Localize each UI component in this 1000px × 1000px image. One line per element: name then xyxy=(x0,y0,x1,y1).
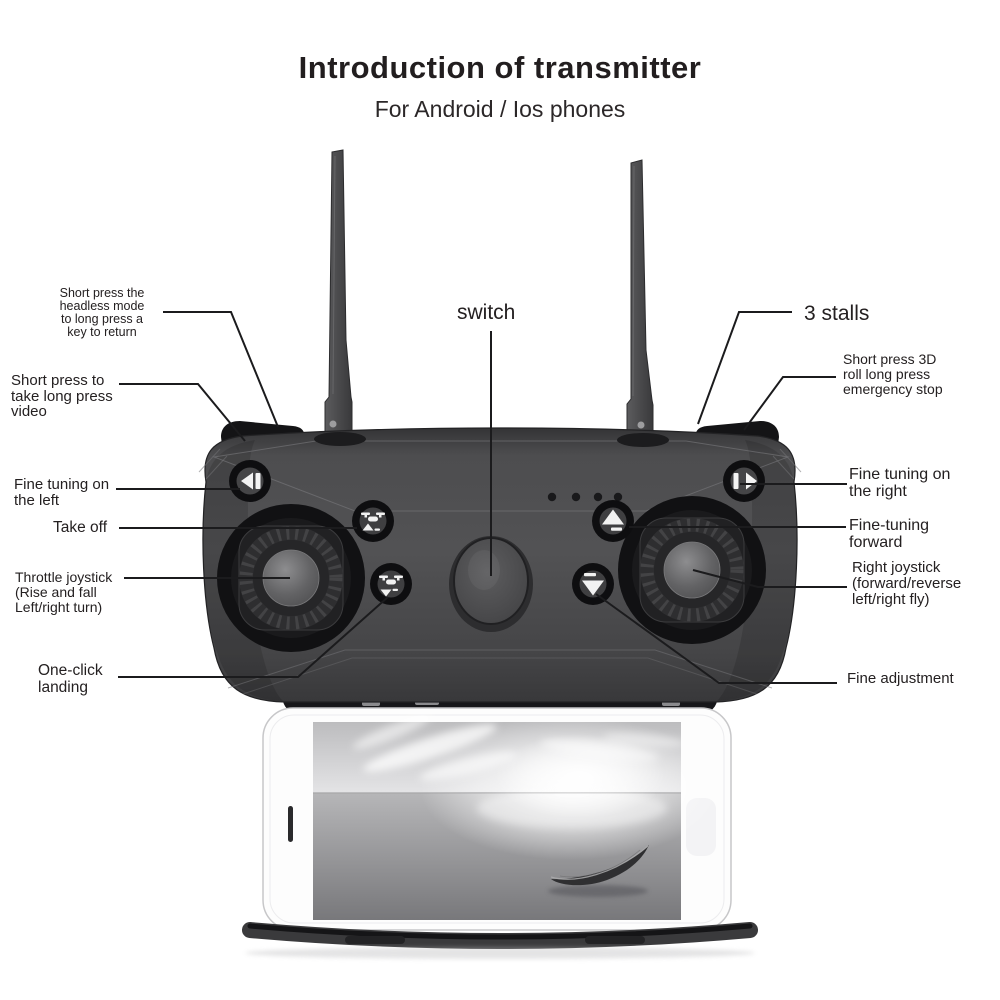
antenna-hinge-screw xyxy=(329,420,337,428)
label-record-video: Short press to take long press video xyxy=(11,372,113,421)
label-right-joystick: Right joystick (forward/reverse left/rig… xyxy=(852,559,962,609)
left-joystick xyxy=(217,504,365,652)
label-headless-mode: Short press the headless mode to long pr… xyxy=(59,286,145,340)
line-one-click-landing xyxy=(118,596,389,678)
label-3d-roll: Short press 3D roll long press emergency… xyxy=(843,351,943,397)
label-3-stalls: 3 stalls xyxy=(804,302,870,325)
line-3-stalls xyxy=(697,311,792,425)
line-3d-roll xyxy=(743,376,836,431)
phone-screen-image xyxy=(313,714,720,920)
right-stick-cap xyxy=(663,541,721,599)
label-fine-tuning-forward: Fine-tuning forward xyxy=(849,517,930,552)
drone-landing-icon xyxy=(379,575,403,597)
clouds xyxy=(352,714,687,781)
label-fine-tuning-left: Fine tuning on the left xyxy=(14,476,110,510)
right-antenna xyxy=(626,159,654,436)
label-one-click-landing: One-click landing xyxy=(38,662,103,696)
led-indicators xyxy=(547,492,623,502)
boat xyxy=(548,845,649,897)
fine-adjustment-button xyxy=(572,563,614,605)
phone-speaker-bar xyxy=(288,806,293,842)
switch-button xyxy=(449,536,533,632)
smartphone xyxy=(262,707,732,931)
antenna-hinge-screw xyxy=(637,421,645,429)
drone-take-off-icon xyxy=(361,512,385,531)
right-arrow-bar-icon xyxy=(733,472,757,490)
label-take-off: Take off xyxy=(53,519,108,536)
phone-holder-bar xyxy=(242,922,758,949)
line-headless-mode xyxy=(163,311,279,428)
label-fine-tuning-right: Fine tuning on the right xyxy=(849,466,951,501)
label-throttle-joystick: Throttle joystick (Rise and fall Left/ri… xyxy=(15,569,113,615)
label-switch: switch xyxy=(457,301,516,324)
left-antenna xyxy=(324,149,353,434)
page-title: Introduction of transmitter xyxy=(298,50,702,85)
line-record-video xyxy=(119,383,246,442)
line-right-joystick xyxy=(692,569,847,588)
fine-tune-right-button xyxy=(723,460,765,502)
label-fine-adjustment: Fine adjustment xyxy=(847,670,954,687)
bottom-trim-line xyxy=(227,649,773,689)
triangle-down-bar-icon xyxy=(582,573,604,596)
take-off-button xyxy=(352,500,394,542)
left-arrow-bar-icon xyxy=(241,472,261,490)
right-joystick xyxy=(618,496,766,644)
one-click-landing-button xyxy=(370,563,412,605)
page-subtitle: For Android / Ios phones xyxy=(374,96,626,122)
line-fine-adjustment xyxy=(595,593,837,684)
right-antenna-mount xyxy=(617,433,669,447)
triangle-up-bar-icon xyxy=(602,509,624,531)
fine-tune-forward-button xyxy=(592,500,634,542)
callout-lines xyxy=(116,311,847,684)
fine-tune-left-button xyxy=(229,460,271,502)
left-antenna-mount xyxy=(314,432,366,446)
ground-shadow xyxy=(245,947,755,959)
